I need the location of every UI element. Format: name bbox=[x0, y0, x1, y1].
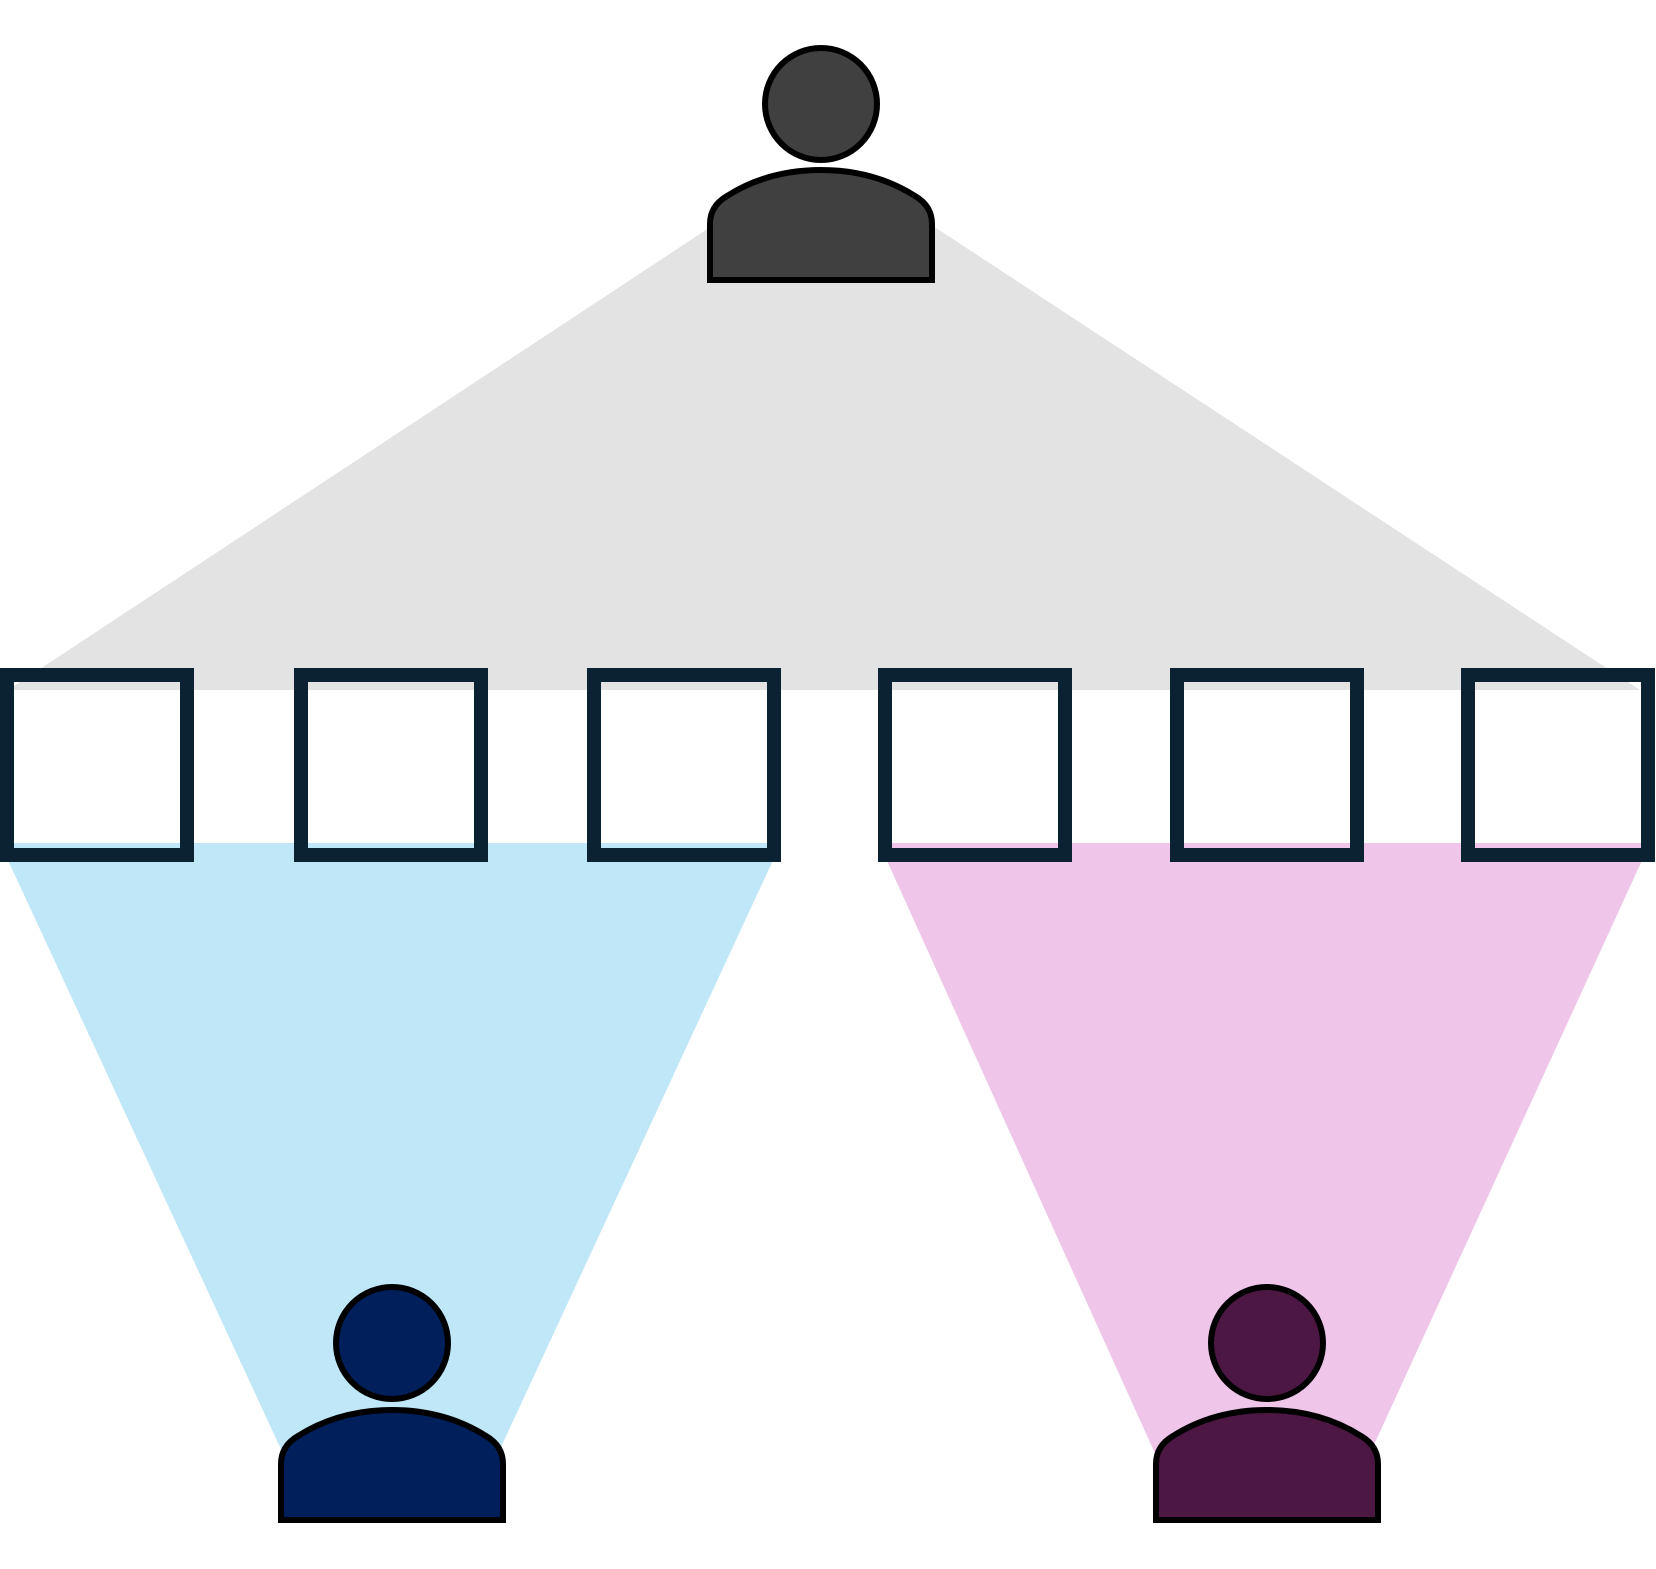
item-box-2 bbox=[294, 668, 488, 862]
item-box-5 bbox=[1170, 668, 1364, 862]
person-head bbox=[1208, 1284, 1326, 1402]
person-body bbox=[707, 166, 935, 283]
person-body bbox=[278, 1406, 506, 1523]
person-head bbox=[333, 1284, 451, 1402]
person-body bbox=[1153, 1406, 1381, 1523]
person-icon bbox=[707, 45, 935, 283]
item-box-4 bbox=[878, 668, 1072, 862]
left-person-region bbox=[0, 843, 781, 1460]
top-person-region bbox=[8, 224, 1640, 690]
person-icon bbox=[278, 1284, 506, 1523]
item-box-6 bbox=[1461, 668, 1655, 862]
person-icon bbox=[1153, 1284, 1381, 1523]
item-box-1 bbox=[0, 668, 194, 862]
right-person-region bbox=[879, 843, 1650, 1460]
item-box-3 bbox=[587, 668, 781, 862]
person-head bbox=[762, 45, 880, 163]
item-row bbox=[0, 668, 1655, 862]
